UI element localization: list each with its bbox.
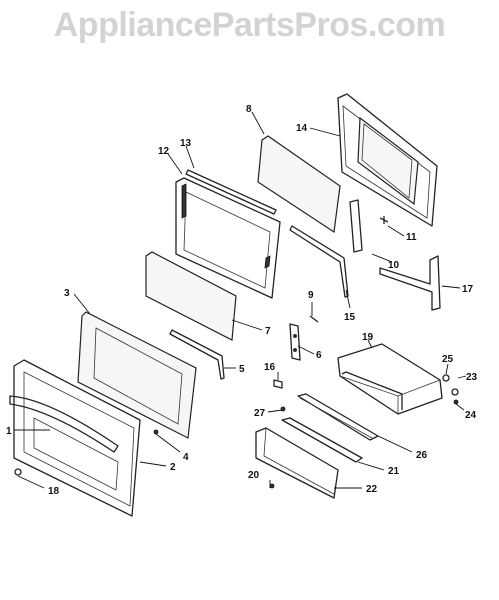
drawer-rail [297,393,379,441]
inner-door-panel [337,93,438,227]
side-bracket-10 [349,199,363,253]
callout-16: 16 [264,362,276,373]
callout-6: 6 [316,350,322,361]
callout-18: 18 [48,486,60,497]
callout-15: 15 [344,312,356,323]
drawer-pan [337,343,443,415]
callout-25: 25 [442,354,454,365]
callout-3: 3 [64,288,70,299]
screw-9 [309,315,319,323]
top-strip [185,169,277,215]
hardware-23-24 [451,388,459,405]
strip-21 [281,417,363,463]
callout-1: 1 [6,426,12,437]
callout-12: 12 [158,146,170,157]
callout-22: 22 [366,484,378,495]
bracket-6 [289,323,301,361]
screw-20 [269,483,275,489]
callout-27: 27 [254,408,266,419]
callout-7: 7 [265,326,271,337]
callout-19: 19 [362,332,374,343]
callout-5: 5 [239,364,245,375]
inner-glass [257,135,341,234]
callout-20: 20 [248,470,260,481]
glass-frame [175,177,281,299]
callout-8: 8 [246,104,252,115]
callout-26: 26 [416,450,428,461]
callout-labels: 1 2 3 4 5 6 7 8 9 10 11 12 13 14 15 16 1… [6,104,478,497]
side-channel [289,225,349,298]
outer-glass [77,311,197,439]
callout-14: 14 [296,123,308,134]
callout-24: 24 [465,410,477,421]
callout-13: 13 [180,138,192,149]
callout-2: 2 [170,462,176,473]
rod-5 [169,329,225,380]
outer-door [9,359,141,517]
drawer-front [255,427,339,499]
watermark: AppliancePartsPros.com [53,6,446,44]
clip-4 [153,429,159,435]
callout-9: 9 [308,290,314,301]
callout-4: 4 [183,452,189,463]
callout-23: 23 [466,372,478,383]
callout-11: 11 [406,232,417,243]
side-bracket-17 [379,255,441,311]
hardware-25 [442,374,450,382]
callout-17: 17 [462,284,474,295]
foot-18 [14,468,22,476]
leader-lines [14,111,467,489]
part-16 [273,379,283,389]
middle-glass [145,251,237,341]
screw-11 [379,216,389,224]
callout-21: 21 [388,466,400,477]
callout-10: 10 [388,260,400,271]
